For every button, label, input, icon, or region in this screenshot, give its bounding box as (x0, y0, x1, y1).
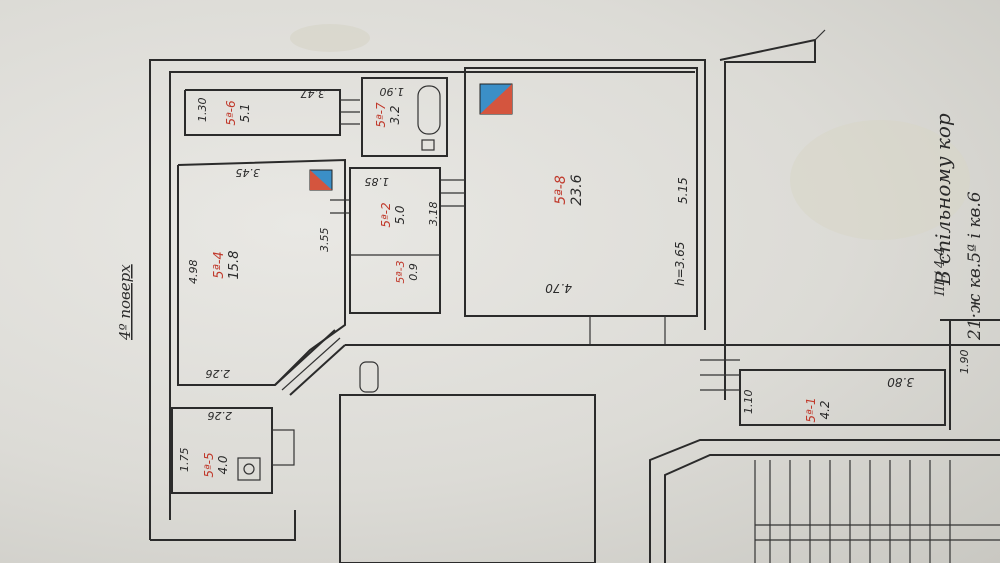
staircase (339, 394, 1000, 563)
room-6 (184, 89, 360, 136)
diagonal-passage (274, 329, 720, 396)
room-5-area: 4.0 (216, 455, 230, 474)
dim-corridor: 1.90 (958, 350, 971, 375)
corridor-note-2: 21·ж кв.5ª і кв.6 (965, 191, 985, 341)
room-2-label: 5ª-2 (379, 202, 393, 227)
dim-room4-side: 3.55 (318, 228, 331, 253)
dim-room8-height: h=3.65 (673, 242, 687, 286)
room-8-area: 23.6 (569, 174, 585, 205)
room-1-label: 5ª-1 (804, 397, 818, 422)
room-3-area: 0.9 (407, 263, 420, 281)
dim-room6-width: 3.47 (301, 87, 326, 100)
dim-room5-depth: 1.75 (178, 448, 191, 473)
paper-stain (790, 120, 970, 240)
room-5 (171, 407, 295, 494)
floor-label: 4º поверх (116, 264, 134, 341)
room-7-label: 5ª-7 (374, 102, 388, 128)
room-2-area: 5.0 (393, 205, 407, 224)
dim-room8-width: 4.70 (545, 281, 572, 295)
dim-room8-depth: 5.15 (676, 177, 690, 204)
dim-room4-bottom: 2.26 (206, 367, 231, 380)
dim-room7-width: 1.90 (380, 85, 405, 98)
dim-room6-depth: 1.30 (196, 98, 209, 123)
room-8 (440, 67, 698, 345)
room-4-label: 5ª-4 (212, 251, 227, 278)
room-2 (330, 167, 441, 314)
room-3-label: 5ª-3 (394, 260, 407, 283)
room-3 (359, 361, 379, 393)
room-4 (177, 158, 346, 386)
paper-stain (290, 24, 370, 52)
room-1 (700, 319, 1000, 430)
corridor-fraction: III / 4.4 (933, 247, 948, 297)
dim-room4-depth: 4.98 (187, 260, 200, 285)
dim-room5-width: 2.26 (208, 409, 233, 422)
dim-room2-width: 1.85 (365, 175, 390, 188)
room-7 (361, 77, 448, 157)
dim-room1-width: 3.80 (887, 375, 914, 389)
room-4-area: 15.8 (227, 251, 242, 280)
room-7-area: 3.2 (388, 105, 402, 124)
corridor-note: В спільному кор (931, 113, 955, 286)
window-sign-icon (479, 83, 513, 115)
room-8-label: 5ª-8 (553, 175, 569, 205)
room-6-label: 5ª-6 (224, 100, 238, 126)
room-5-label: 5ª-5 (202, 452, 216, 477)
dim-room2-depth: 3.18 (427, 202, 440, 227)
window-sign-icon (309, 169, 333, 191)
outer-walls (149, 29, 826, 541)
room-1-area: 4.2 (818, 400, 832, 419)
dim-room1-depth: 1.10 (742, 390, 755, 415)
room-6-area: 5.1 (238, 103, 252, 122)
dim-room4-width: 3.45 (236, 166, 261, 179)
